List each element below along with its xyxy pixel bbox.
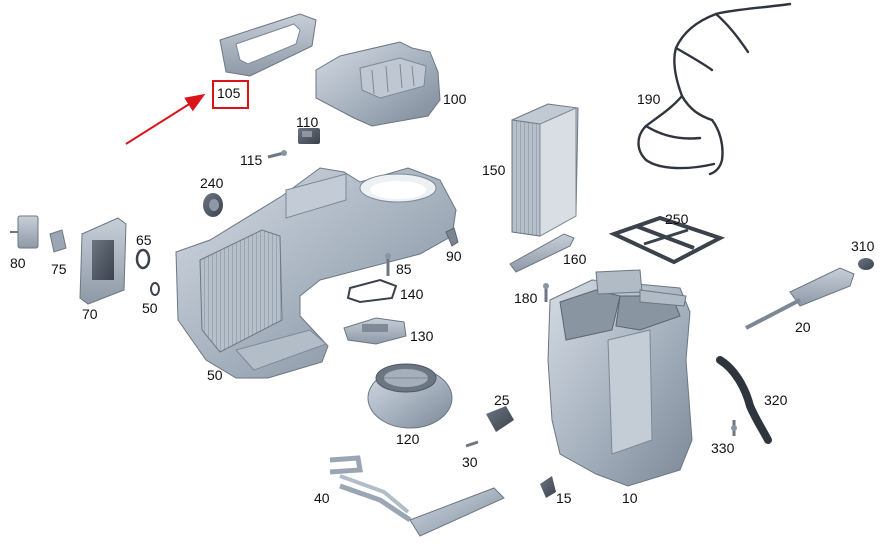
- label-60[interactable]: 50: [142, 300, 158, 316]
- label-180[interactable]: 180: [514, 290, 538, 306]
- part-70-cover[interactable]: [79, 217, 127, 305]
- part-150-filter[interactable]: [511, 103, 579, 237]
- label-90[interactable]: 90: [446, 248, 462, 264]
- part-10-lower-housing[interactable]: [547, 269, 693, 487]
- label-50[interactable]: 50: [207, 367, 223, 383]
- part-140-gasket[interactable]: [346, 278, 398, 304]
- label-150[interactable]: 150: [482, 162, 506, 178]
- part-250-gasket[interactable]: [608, 215, 726, 265]
- part-105-frame[interactable]: [219, 13, 317, 77]
- part-80-sensor[interactable]: [10, 215, 39, 249]
- part-30-screw[interactable]: [465, 440, 479, 448]
- label-65[interactable]: 65: [136, 232, 152, 248]
- part-85-screw[interactable]: [385, 253, 391, 276]
- label-25[interactable]: 25: [494, 392, 510, 408]
- label-250[interactable]: 250: [665, 211, 689, 227]
- label-85[interactable]: 85: [396, 261, 412, 277]
- part-330-screw[interactable]: [731, 420, 737, 436]
- label-120[interactable]: 120: [396, 431, 420, 447]
- part-50-main-housing[interactable]: [175, 167, 457, 379]
- part-15-sensor[interactable]: [540, 476, 556, 498]
- label-115[interactable]: 115: [240, 152, 263, 168]
- part-130-module[interactable]: [343, 317, 407, 345]
- part-60-ring[interactable]: [150, 282, 160, 296]
- part-100-upper-housing[interactable]: [315, 41, 441, 127]
- label-20[interactable]: 20: [795, 319, 811, 335]
- part-160-cover[interactable]: [509, 233, 575, 273]
- label-40[interactable]: 40: [314, 490, 330, 506]
- part-240-seal[interactable]: [203, 193, 223, 217]
- label-140[interactable]: 140: [400, 286, 424, 302]
- part-110-actuator[interactable]: [298, 128, 320, 144]
- label-80[interactable]: 80: [10, 255, 26, 271]
- part-25-actuator[interactable]: [486, 406, 514, 432]
- highlight-box-105: [212, 80, 249, 109]
- pointer-arrow: [125, 93, 206, 145]
- label-160[interactable]: 160: [563, 251, 587, 267]
- label-15[interactable]: 15: [556, 490, 572, 506]
- part-190-wiring-harness[interactable]: [637, 2, 792, 176]
- label-105[interactable]: 105: [217, 85, 241, 101]
- part-180-screw[interactable]: [543, 283, 549, 302]
- label-75[interactable]: 75: [51, 261, 67, 277]
- part-90-clip[interactable]: [445, 227, 459, 247]
- label-320[interactable]: 320: [764, 392, 788, 408]
- part-120-blower[interactable]: [367, 363, 453, 429]
- label-330[interactable]: 330: [711, 440, 735, 456]
- part-75-clip[interactable]: [49, 229, 67, 253]
- part-320-hose[interactable]: [716, 356, 772, 444]
- label-310[interactable]: 310: [851, 238, 875, 254]
- label-100[interactable]: 100: [443, 91, 467, 107]
- label-110[interactable]: 110: [296, 114, 319, 130]
- label-190[interactable]: 190: [637, 91, 661, 107]
- label-240[interactable]: 240: [200, 175, 224, 191]
- label-10[interactable]: 10: [622, 490, 638, 506]
- label-30[interactable]: 30: [462, 454, 478, 470]
- part-20-sensor-rod[interactable]: [745, 267, 855, 330]
- label-130[interactable]: 130: [410, 328, 434, 344]
- part-65-oring[interactable]: [135, 248, 151, 270]
- part-40-heater-core[interactable]: [329, 455, 505, 537]
- part-310-clip[interactable]: [858, 258, 874, 270]
- label-70[interactable]: 70: [82, 306, 98, 322]
- part-115-screw[interactable]: [267, 150, 287, 159]
